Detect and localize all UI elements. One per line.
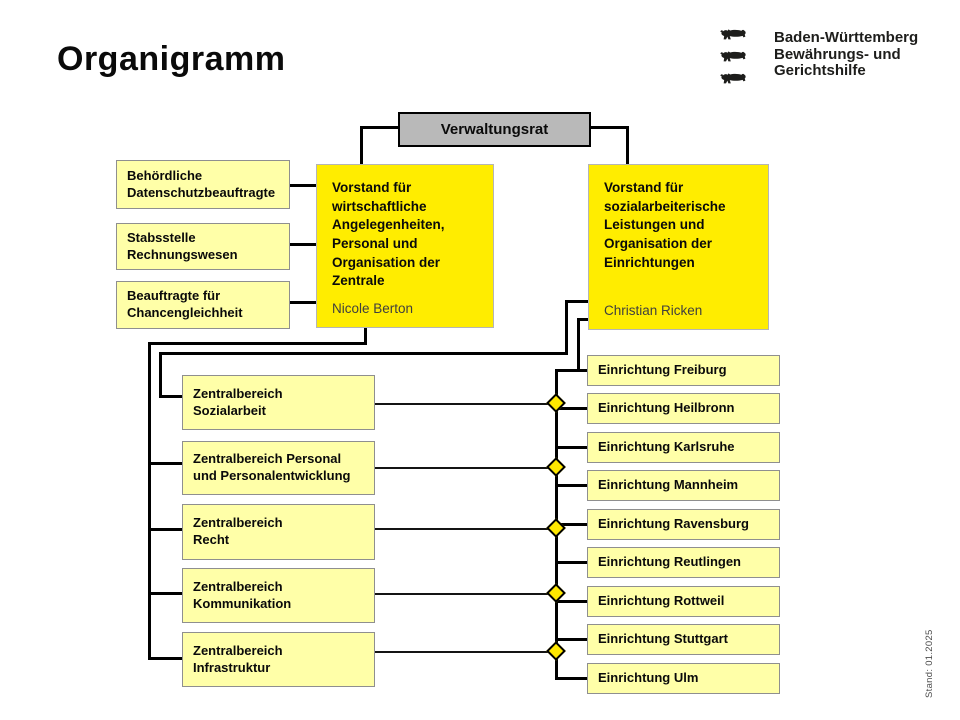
matrix-line-sozialarbeit — [375, 403, 556, 405]
box-staff-chancengleichheit: Beauftragte für Chancengleichheit — [116, 281, 290, 329]
box-einrichtung-stuttgart: Einrichtung Stuttgart — [587, 624, 780, 655]
connector-fac-2 — [555, 407, 587, 410]
connector-fac-6 — [555, 561, 587, 564]
facility-label: Einrichtung Stuttgart — [598, 631, 728, 647]
verwaltungsrat-label: Verwaltungsrat — [440, 120, 549, 138]
connector-board1-down — [364, 328, 367, 345]
connector-board2-stub-b-v — [577, 318, 580, 372]
logo-wordmark: Baden-Württemberg Bewährungs- und Gerich… — [774, 29, 919, 80]
connector-zb2-stub — [148, 462, 182, 465]
connector-fac-4 — [555, 484, 587, 487]
box-einrichtung-reutlingen: Einrichtung Reutlingen — [587, 547, 780, 578]
connector-sozialarbeit-h — [159, 352, 568, 355]
connector-sozialarbeit-v — [159, 352, 162, 398]
board-name: Christian Ricken — [604, 303, 703, 318]
matrix-line-personal — [375, 467, 556, 469]
board-title: Vorstand für wirtschaftliche Angelegenhe… — [332, 180, 445, 289]
connector-root-left-v — [360, 126, 363, 164]
box-zb-infrastruktur: Zentralbereich Infrastruktur — [182, 632, 375, 687]
facility-label: Einrichtung Ravensburg — [598, 516, 749, 532]
zb-label: Zentralbereich Personal und Personalentw… — [193, 451, 351, 483]
staff-label: Behördliche Datenschutzbeauftragte — [127, 167, 276, 200]
box-zb-personal: Zentralbereich Personal und Personalentw… — [182, 441, 375, 495]
box-einrichtung-heilbronn: Einrichtung Heilbronn — [587, 393, 780, 424]
page-title: Organigramm — [57, 40, 286, 78]
connector-fac-9 — [555, 677, 587, 680]
connector-zb-spine — [148, 342, 151, 660]
box-staff-datenschutz: Behördliche Datenschutzbeauftragte — [116, 160, 290, 209]
zb-label: Zentralbereich Kommunikation — [193, 578, 292, 611]
facility-label: Einrichtung Heilbronn — [598, 400, 735, 416]
zb-label: Zentralbereich Sozialarbeit — [193, 385, 283, 418]
connector-root-right-h — [591, 126, 629, 129]
box-einrichtung-karlsruhe: Einrichtung Karlsruhe — [587, 432, 780, 463]
connector-fac-8 — [555, 638, 587, 641]
box-einrichtung-ulm: Einrichtung Ulm — [587, 663, 780, 694]
connector-zb5-stub — [148, 657, 182, 660]
matrix-line-recht — [375, 528, 556, 530]
box-vorstand-wirtschaft: Vorstand für wirtschaftliche Angelegenhe… — [316, 164, 494, 328]
logo-line-1: Baden-Württemberg — [774, 29, 919, 46]
connector-board2-stub-b-h — [577, 318, 588, 321]
connector-zb3-stub — [148, 528, 182, 531]
board-title: Vorstand für sozialarbeiterische Leistun… — [604, 180, 726, 270]
connector-sozialarbeit-stub — [159, 395, 182, 398]
box-einrichtung-ravensburg: Einrichtung Ravensburg — [587, 509, 780, 540]
facility-label: Einrichtung Reutlingen — [598, 554, 741, 570]
lion-icon — [720, 73, 746, 84]
connector-fac-1 — [555, 369, 587, 372]
lion-icon — [720, 29, 746, 40]
junction-diamond-icon — [546, 518, 566, 538]
facility-label: Einrichtung Ulm — [598, 670, 699, 686]
board-name: Nicole Berton — [332, 301, 414, 316]
connector-staff-3 — [290, 301, 316, 304]
connector-fac-7 — [555, 600, 587, 603]
box-verwaltungsrat: Verwaltungsrat — [398, 112, 591, 147]
connector-fac-5 — [555, 523, 587, 526]
box-zb-sozialarbeit: Zentralbereich Sozialarbeit — [182, 375, 375, 430]
logo-line-2: Bewährungs- und — [774, 45, 901, 63]
box-staff-rechnungswesen: Stabsstelle Rechnungswesen — [116, 223, 290, 270]
connector-zb4-stub — [148, 592, 182, 595]
box-vorstand-sozial: Vorstand für sozialarbeiterische Leistun… — [588, 164, 769, 330]
staff-label: Stabsstelle Rechnungswesen — [127, 229, 238, 262]
junction-diamond-icon — [546, 457, 566, 477]
junction-diamond-icon — [546, 641, 566, 661]
zb-label: Zentralbereich Recht — [193, 515, 283, 547]
connector-root-left-h — [360, 126, 398, 129]
box-zb-recht: Zentralbereich Recht — [182, 504, 375, 560]
facility-label: Einrichtung Rottweil — [598, 593, 725, 609]
stand-date-note: Stand: 01.2025 — [924, 629, 935, 698]
box-zb-kommunikation: Zentralbereich Kommunikation — [182, 568, 375, 623]
lion-icon — [720, 51, 746, 62]
connector-root-right-v — [626, 126, 629, 164]
box-einrichtung-rottweil: Einrichtung Rottweil — [587, 586, 780, 617]
logo-lions-icon — [719, 28, 749, 94]
facility-label: Einrichtung Mannheim — [598, 477, 739, 493]
box-einrichtung-mannheim: Einrichtung Mannheim — [587, 470, 780, 501]
connector-staff-2 — [290, 243, 316, 246]
facility-label: Einrichtung Freiburg — [598, 362, 727, 378]
matrix-line-infrastruktur — [375, 651, 556, 653]
matrix-line-kommunikation — [375, 593, 556, 595]
logo-line-3: Gerichtshilfe — [774, 62, 866, 79]
connector-fac-3 — [555, 446, 587, 449]
box-einrichtung-freiburg: Einrichtung Freiburg — [587, 355, 780, 386]
connector-board2-stub-a-v — [565, 300, 568, 354]
connector-zb-top-h — [148, 342, 367, 345]
connector-staff-1 — [290, 184, 316, 187]
facility-label: Einrichtung Karlsruhe — [598, 439, 735, 455]
zb-label: Zentralbereich Infrastruktur — [193, 642, 283, 675]
staff-label: Beauftragte für Chancengleichheit — [127, 288, 243, 320]
connector-board2-stub-a-h — [565, 300, 588, 303]
